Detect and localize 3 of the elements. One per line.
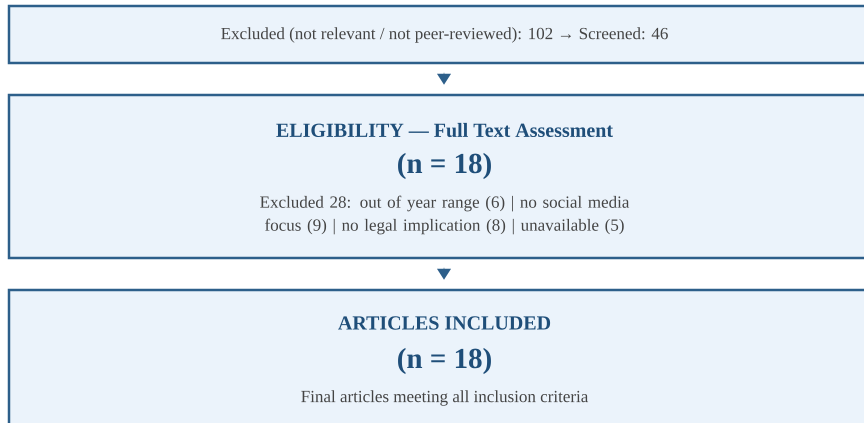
process-box: ARTICLES INCLUDED (n = 18) Final articles meeting all inclusion criteria xyxy=(8,288,864,423)
process-box: Excluded (not relevant / not peer-reviewed): 102 → Screened: 46 xyxy=(8,4,864,64)
process-box: ELIGIBILITY — Full Text Assessment (n = 18) Excluded 28: out of year range (6) | no social media focus (9) | no legal implication (8) | unavailable (5) xyxy=(8,94,864,260)
